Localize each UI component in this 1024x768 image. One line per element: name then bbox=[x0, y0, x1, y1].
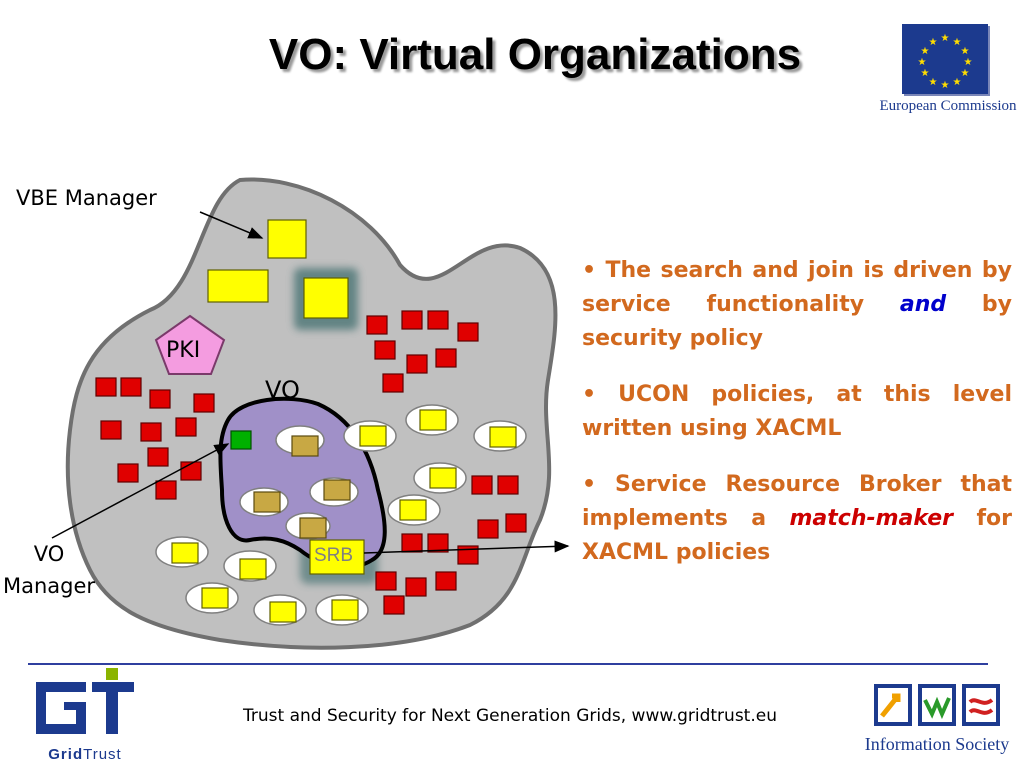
svg-text:★: ★ bbox=[953, 77, 962, 88]
bullet-search-join: • The search and join is driven by servi… bbox=[582, 258, 1012, 351]
gridtrust-logo: GridTrust bbox=[30, 668, 140, 768]
pki-label: PKI bbox=[166, 338, 201, 363]
bullet-srb: • Service Resource Broker that implement… bbox=[582, 472, 1012, 565]
red-nodes bbox=[95, 310, 527, 615]
svg-text:★: ★ bbox=[941, 80, 950, 91]
footer-divider bbox=[28, 663, 988, 665]
vo-label: VO bbox=[265, 376, 300, 404]
information-society-mark-icon bbox=[874, 684, 1000, 726]
vbe-manager-node bbox=[267, 219, 307, 259]
vo-manager-label: VO Manager bbox=[2, 542, 96, 598]
svg-text:★: ★ bbox=[929, 37, 938, 48]
svg-text:★: ★ bbox=[961, 46, 970, 57]
svg-text:★: ★ bbox=[921, 46, 930, 57]
vo-manager-arrow bbox=[51, 443, 230, 539]
slide-title: VO: Virtual Organizations bbox=[268, 30, 802, 79]
vo-manager-node bbox=[230, 430, 252, 450]
vbe-manager-label: VBE Manager bbox=[16, 186, 157, 210]
vo-diagram bbox=[51, 177, 570, 650]
svg-text:★: ★ bbox=[964, 57, 973, 68]
svg-text:★: ★ bbox=[961, 68, 970, 79]
european-commission-logo: ★ ★ ★ ★ ★ ★ ★ ★ ★ ★ ★ ★ European Commiss… bbox=[872, 24, 1024, 124]
footer-text: Trust and Security for Next Generation G… bbox=[243, 706, 777, 726]
vbe-manager-arrow bbox=[199, 211, 264, 239]
european-commission-text: European Commission bbox=[879, 98, 1017, 114]
srb-arrow bbox=[363, 540, 570, 554]
eu-stars: ★ ★ ★ ★ ★ ★ ★ ★ ★ ★ ★ ★ bbox=[918, 33, 973, 91]
information-society-text: Information Society bbox=[864, 734, 1010, 754]
svg-text:★: ★ bbox=[921, 68, 930, 79]
srb-node bbox=[309, 539, 365, 575]
gridtrust-text: GridTrust bbox=[48, 746, 122, 763]
information-society-logo: Information Society bbox=[850, 676, 1024, 766]
srb-label: SRB bbox=[314, 545, 354, 566]
svg-text:★: ★ bbox=[918, 57, 927, 68]
pki-pentagon bbox=[154, 314, 226, 375]
bullet-list: • The search and join is driven by servi… bbox=[582, 254, 1012, 592]
yellow-nodes bbox=[171, 219, 517, 623]
svg-text:★: ★ bbox=[929, 77, 938, 88]
svg-text:★: ★ bbox=[953, 37, 962, 48]
bullet-ucon: • UCON policies, at this level written u… bbox=[582, 382, 1012, 441]
svg-text:★: ★ bbox=[941, 33, 950, 44]
gridtrust-mark-icon bbox=[36, 668, 134, 734]
vo-member-nodes bbox=[253, 435, 351, 539]
eu-flag-icon: ★ ★ ★ ★ ★ ★ ★ ★ ★ ★ ★ ★ bbox=[902, 24, 988, 94]
